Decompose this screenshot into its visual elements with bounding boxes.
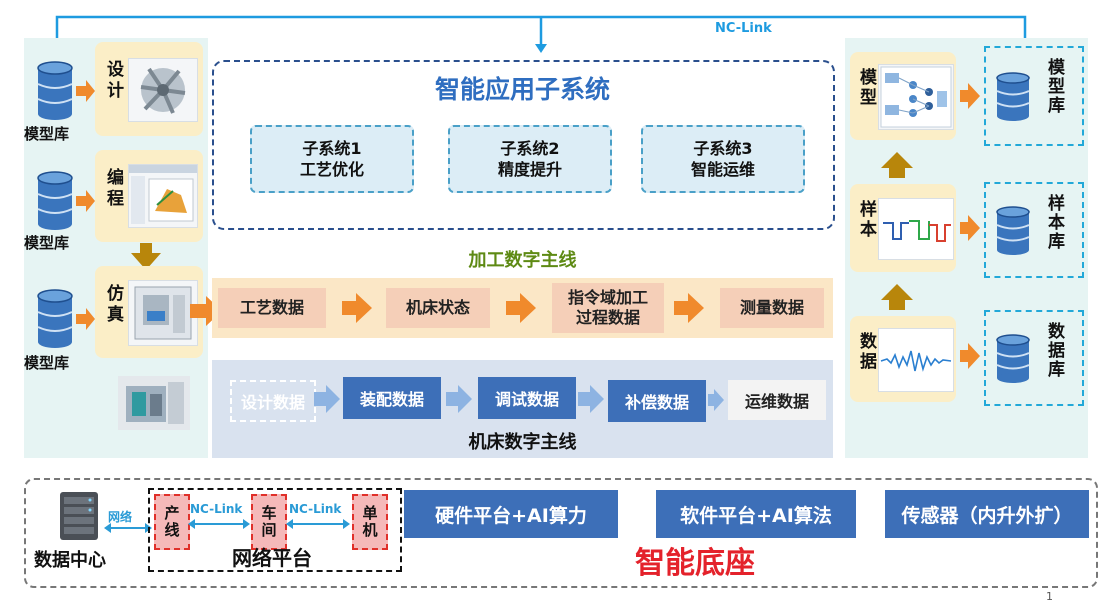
- right-arrow-icon: [674, 293, 704, 323]
- hardware-platform-box: 硬件平台+AI算力: [404, 490, 618, 538]
- right-arrow-icon: [342, 293, 372, 323]
- row-label: 数据: [856, 332, 876, 372]
- network-tag: 网络: [108, 510, 133, 524]
- network-platform-label: 网络平台: [232, 546, 312, 570]
- page-number: 1: [1046, 590, 1053, 603]
- subsystem-3: 子系统3 智能运维: [641, 125, 805, 193]
- stage-label: 仿真: [103, 284, 123, 326]
- stage-simulation: 仿真: [95, 266, 203, 358]
- process-step: 机床状态: [386, 288, 490, 328]
- subsystem-name: 子系统1: [302, 139, 362, 158]
- processing-thread-arrows: [342, 293, 704, 323]
- right-arrow-icon: [578, 385, 604, 413]
- stage-programming: 编程: [95, 150, 203, 242]
- subsystem-1: 子系统1 工艺优化: [250, 125, 414, 193]
- store-box-data: 数据库: [984, 310, 1084, 406]
- raw-data-waveform-icon: [878, 328, 954, 392]
- sensor-platform-box: 传感器（内升外扩）: [885, 490, 1089, 538]
- software-platform-box: 软件平台+AI算法: [656, 490, 856, 538]
- right-arrow-icon: [960, 83, 980, 109]
- data-center-label: 数据中心: [34, 550, 106, 571]
- node-single-machine: 单机: [352, 494, 388, 550]
- subsystem-name: 子系统2: [500, 139, 560, 158]
- app-subsystem-box: [212, 60, 835, 230]
- database-icon: [37, 61, 95, 120]
- subsystem-function: 智能运维: [690, 160, 755, 179]
- subsystem-function: 精度提升: [497, 160, 562, 179]
- right-row-sample: 样本: [850, 184, 956, 272]
- right-arrow-icon: [446, 385, 472, 413]
- store-box-sample: 样本库: [984, 182, 1084, 278]
- subsystem-2: 子系统2 精度提升: [448, 125, 612, 193]
- network-platform-frame: [148, 488, 402, 572]
- node-workshop: 车间: [251, 494, 287, 550]
- double-arrow-icon: [286, 519, 350, 529]
- nc-link-tag: NC-Link: [190, 502, 243, 516]
- database-icon: [996, 72, 1030, 121]
- database-icon: [996, 206, 1030, 255]
- store-box-model: 模型库: [984, 46, 1084, 146]
- process-step: 测量数据: [720, 288, 824, 328]
- intelligent-base-title: 智能底座: [635, 546, 755, 581]
- left-db-icons: [37, 61, 161, 348]
- right-arrow-icon: [960, 343, 980, 369]
- intelligent-base-box: [24, 478, 1098, 588]
- nc-link-tag: NC-Link: [289, 502, 342, 516]
- right-arrow-icon: [314, 385, 340, 413]
- nc-link-label: NC-Link: [715, 21, 772, 36]
- model-library-label: 模型库: [24, 354, 70, 372]
- right-arrow-icon: [960, 215, 980, 241]
- machine-step: 补偿数据: [608, 380, 706, 422]
- model-library-label: 模型库: [24, 234, 70, 252]
- up-arrow-icon: [881, 152, 913, 178]
- node-production-line: 产线: [154, 494, 190, 550]
- sample-signal-chart-icon: [878, 198, 954, 260]
- stage-label: 编程: [103, 168, 123, 210]
- double-arrow-icon: [104, 523, 152, 533]
- processing-thread-title: 加工数字主线: [468, 250, 577, 271]
- store-label: 样本库: [1044, 194, 1064, 251]
- machine-step: 调试数据: [478, 377, 576, 419]
- right-up-arrows: [881, 83, 980, 369]
- neural-network-model-icon: [878, 64, 954, 130]
- machine-thread-arrows: [314, 385, 724, 413]
- server-icon: [60, 492, 98, 540]
- store-label: 模型库: [1044, 58, 1064, 115]
- app-subsystem-title: 智能应用子系统: [434, 75, 610, 104]
- database-icon: [996, 334, 1030, 383]
- machine-step: 装配数据: [343, 377, 441, 419]
- right-arrow-icon: [506, 293, 536, 323]
- double-arrow-icon: [188, 519, 250, 529]
- machine-step: 运维数据: [728, 380, 826, 420]
- cam-software-icon: [128, 164, 198, 228]
- turbine-impeller-icon: [128, 58, 198, 122]
- down-arrow-icon: [131, 243, 161, 270]
- machine-sim-icon: [128, 280, 198, 346]
- stage-label: 设计: [103, 60, 123, 102]
- subsystem-name: 子系统3: [693, 139, 753, 158]
- row-label: 样本: [856, 200, 876, 240]
- machine-thread-title: 机床数字主线: [468, 432, 577, 453]
- right-row-data: 数据: [850, 316, 956, 402]
- right-row-model: 模型: [850, 52, 956, 140]
- row-label: 模型: [856, 68, 876, 108]
- subsystem-function: 工艺优化: [299, 160, 364, 179]
- process-step: 指令域加工 过程数据: [552, 283, 664, 333]
- database-icon: [37, 171, 95, 230]
- machine-tool-photo-icon: [118, 376, 190, 430]
- right-arrow-icon: [708, 389, 724, 411]
- process-step: 工艺数据: [218, 288, 326, 328]
- database-icon: [37, 289, 95, 348]
- stage-design: 设计: [95, 42, 203, 136]
- model-library-label: 模型库: [24, 125, 70, 143]
- store-label: 数据库: [1044, 322, 1064, 379]
- up-arrow-icon: [881, 284, 913, 310]
